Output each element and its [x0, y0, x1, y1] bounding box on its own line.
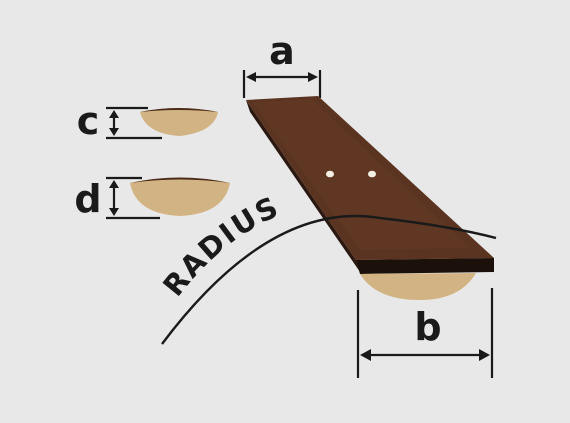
cross-section-c-top: [140, 108, 218, 112]
dimension-c: c: [77, 99, 218, 143]
label-a: a: [269, 29, 295, 73]
plank-end-face: [356, 258, 494, 274]
label-c: c: [77, 99, 100, 143]
fret-marker-dot-right: [368, 170, 376, 178]
fingerboard-plank: [246, 96, 494, 274]
dimension-d: d: [74, 176, 230, 221]
plank-top-face: [246, 96, 494, 260]
dimension-a: a: [242, 29, 322, 98]
dimension-b: b: [356, 288, 494, 378]
plank-side-edge: [246, 100, 360, 272]
plank-highlight: [252, 99, 470, 250]
label-b: b: [414, 305, 441, 349]
cross-section-c: [140, 108, 218, 136]
fret-marker-dot-left: [326, 170, 334, 178]
cross-section-b: [360, 273, 476, 300]
cross-section-d-top: [130, 177, 230, 183]
radius-arc: [161, 214, 497, 345]
cross-section-d: [130, 177, 230, 216]
label-d: d: [74, 177, 101, 221]
